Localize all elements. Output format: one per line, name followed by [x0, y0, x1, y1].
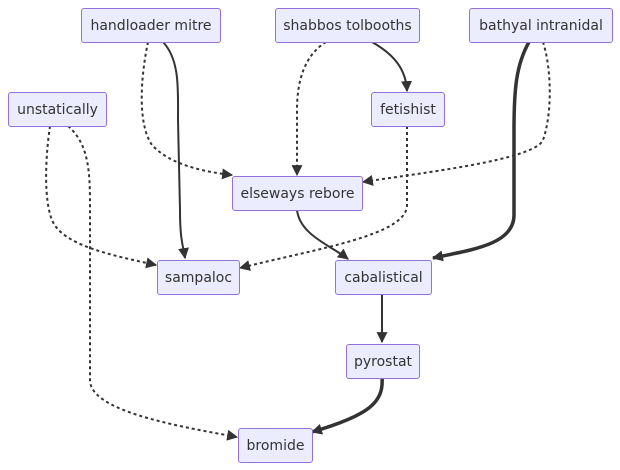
node-label: unstatically: [17, 101, 98, 118]
node-pyrostat: pyrostat: [346, 344, 420, 379]
node-label: handloader mitre: [90, 17, 212, 34]
edge-unstatically-to-bromide: [67, 125, 239, 441]
node-label: elseways rebore: [240, 185, 355, 202]
node-label: sampaloc: [164, 269, 233, 286]
node-label: pyrostat: [353, 353, 413, 370]
node-label: fetishist: [380, 101, 436, 118]
edge-unstatically-to-sampaloc: [45, 125, 158, 269]
node-bathyal-intranidal: bathyal intranidal: [469, 8, 613, 43]
edge-handloader-to-sampaloc: [162, 41, 189, 260]
node-label: shabbos tolbooths: [283, 17, 412, 34]
edge-bathyal-to-cabalistical: [431, 41, 531, 262]
node-shabbos-tolbooths: shabbos tolbooths: [275, 8, 420, 43]
node-label: bathyal intranidal: [479, 17, 603, 34]
edge-bathyal-to-elseways: [361, 41, 551, 186]
node-unstatically: unstatically: [8, 92, 107, 127]
node-label: bromide: [246, 437, 305, 454]
node-bromide: bromide: [238, 428, 313, 463]
node-fetishist: fetishist: [371, 92, 445, 127]
edge-shabbos-to-fetishist: [371, 41, 413, 93]
node-cabalistical: cabalistical: [335, 260, 432, 295]
edge-pyrostat-to-bromide: [310, 376, 384, 435]
edge-handloader-to-elseways: [140, 41, 234, 180]
edge-elseways-to-cabalistical: [296, 209, 349, 260]
node-elseways-rebore: elseways rebore: [232, 176, 363, 211]
node-label: cabalistical: [344, 269, 423, 286]
node-sampaloc: sampaloc: [157, 260, 240, 295]
edge-fetishist-to-sampaloc: [238, 126, 408, 271]
node-handloader-mitre: handloader mitre: [81, 8, 221, 43]
edge-shabbos-to-elseways: [291, 41, 327, 177]
